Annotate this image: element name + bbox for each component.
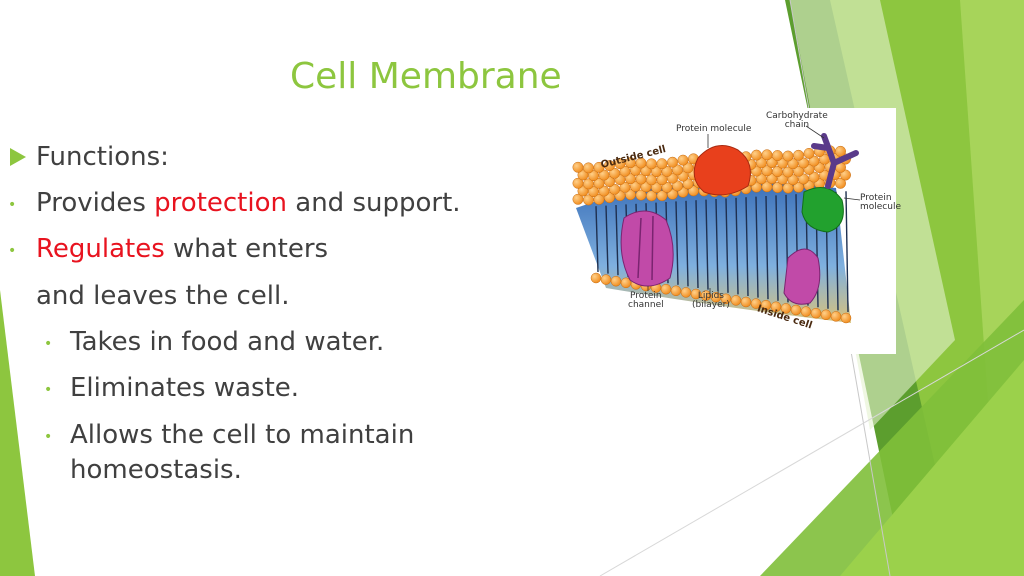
- carbohydrate-chain: [811, 133, 859, 189]
- sub-bullet-dot-icon: •: [44, 429, 53, 445]
- membrane-illustration: [572, 125, 861, 324]
- lipid-heads-inner: [590, 272, 852, 324]
- highlight-regulates: Regulates: [36, 234, 165, 264]
- protein-molecule-purple: [783, 248, 821, 305]
- label-protein-molecule-top: Protein molecule: [676, 124, 752, 134]
- highlight-protection: protection: [154, 188, 287, 218]
- sub-bullet-dot-icon: •: [44, 336, 53, 352]
- bullet-dot-icon: •: [8, 243, 17, 259]
- label-lipids-bilayer: Lipids(bilayer): [692, 291, 730, 310]
- bullet-provides-post: and support.: [287, 188, 461, 218]
- bullet-dot-icon: •: [8, 197, 17, 213]
- protein-molecule-red: [693, 145, 751, 196]
- sub-bullet-dot-icon: •: [44, 382, 53, 398]
- sub-item-homeostasis: Allows the cell to maintain: [70, 420, 415, 450]
- bullet-regulates-post: what enters: [164, 234, 329, 264]
- bullet-provides: Provides protection and support.: [36, 188, 461, 218]
- sub-item-food-water: Takes in food and water.: [70, 327, 385, 357]
- functions-heading: Functions:: [36, 142, 169, 172]
- bullet-regulates-continuation: and leaves the cell.: [36, 281, 290, 311]
- arrow-bullet-icon: [10, 148, 26, 166]
- protein-channel: [620, 210, 674, 287]
- bullet-regulates: Regulates what enters: [36, 234, 328, 264]
- sub-item-homeostasis-continuation: homeostasis.: [70, 455, 242, 485]
- bullet-provides-pre: Provides: [36, 188, 155, 218]
- slide-title: Cell Membrane: [290, 56, 562, 97]
- sub-item-waste: Eliminates waste.: [70, 373, 300, 403]
